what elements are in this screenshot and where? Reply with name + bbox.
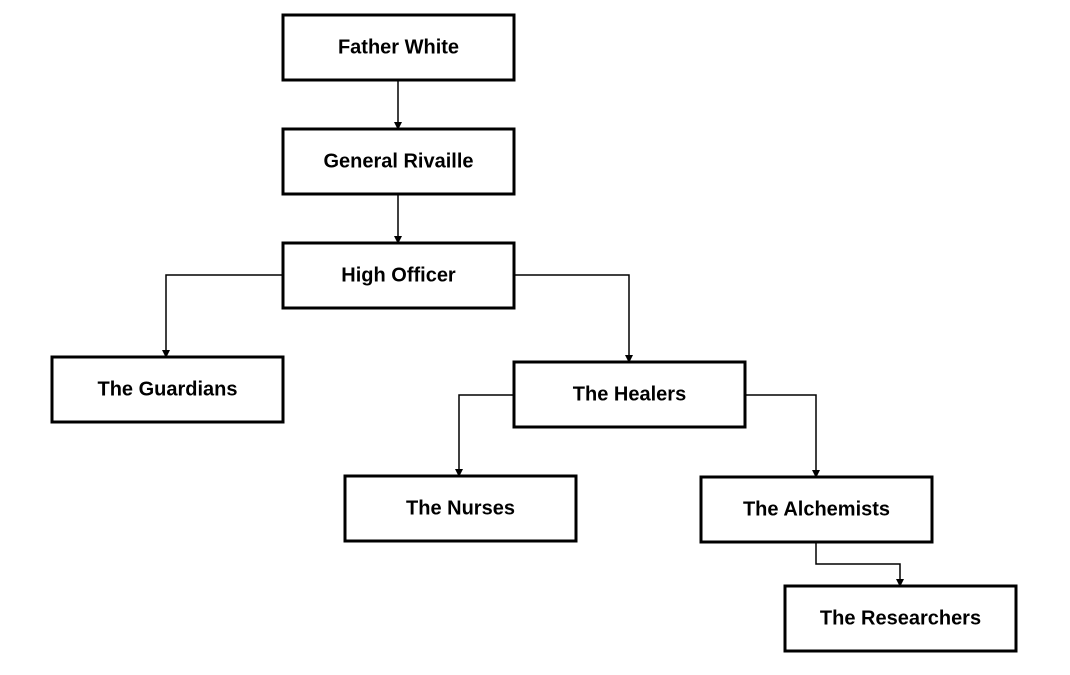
arrowhead-researchers (896, 579, 904, 587)
node-general-rivaille: General Rivaille (281, 127, 516, 196)
arrowhead-high-officer (394, 236, 402, 244)
node-box (281, 127, 516, 196)
connector-healers-to-nurses (458, 394, 514, 469)
node-label: The Healers (573, 383, 686, 405)
arrowhead-guardians (162, 350, 170, 358)
node-father-white: Father White (281, 13, 516, 82)
node-label: General Rivaille (323, 150, 473, 172)
arrowhead-alchemists (812, 470, 820, 478)
node-the-nurses: The Nurses (343, 474, 578, 543)
connector-high-officer-to-guardians (165, 274, 283, 350)
connectors (162, 80, 904, 587)
connector-healers-to-alchemists (746, 394, 817, 470)
node-box (281, 13, 516, 82)
arrowhead-general-rivaille (394, 122, 402, 130)
node-label: Father White (338, 36, 459, 58)
node-the-healers: The Healers (512, 360, 747, 429)
node-box (343, 474, 578, 543)
node-box (783, 584, 1018, 653)
node-high-officer: High Officer (281, 241, 516, 310)
node-label: The Alchemists (743, 498, 890, 520)
connector-alchemists-to-researchers (815, 543, 901, 579)
connector-high-officer-to-healers (515, 274, 630, 355)
node-the-alchemists: The Alchemists (699, 475, 934, 544)
node-box (50, 355, 285, 424)
arrowhead-nurses (455, 469, 463, 477)
node-the-guardians: The Guardians (50, 355, 285, 424)
node-box (699, 475, 934, 544)
node-label: High Officer (341, 264, 456, 286)
arrowhead-healers (625, 355, 633, 363)
node-the-researchers: The Researchers (783, 584, 1018, 653)
node-label: The Guardians (97, 378, 237, 400)
node-box (281, 241, 516, 310)
node-label: The Researchers (820, 607, 981, 629)
node-box (512, 360, 747, 429)
node-label: The Nurses (406, 497, 515, 519)
